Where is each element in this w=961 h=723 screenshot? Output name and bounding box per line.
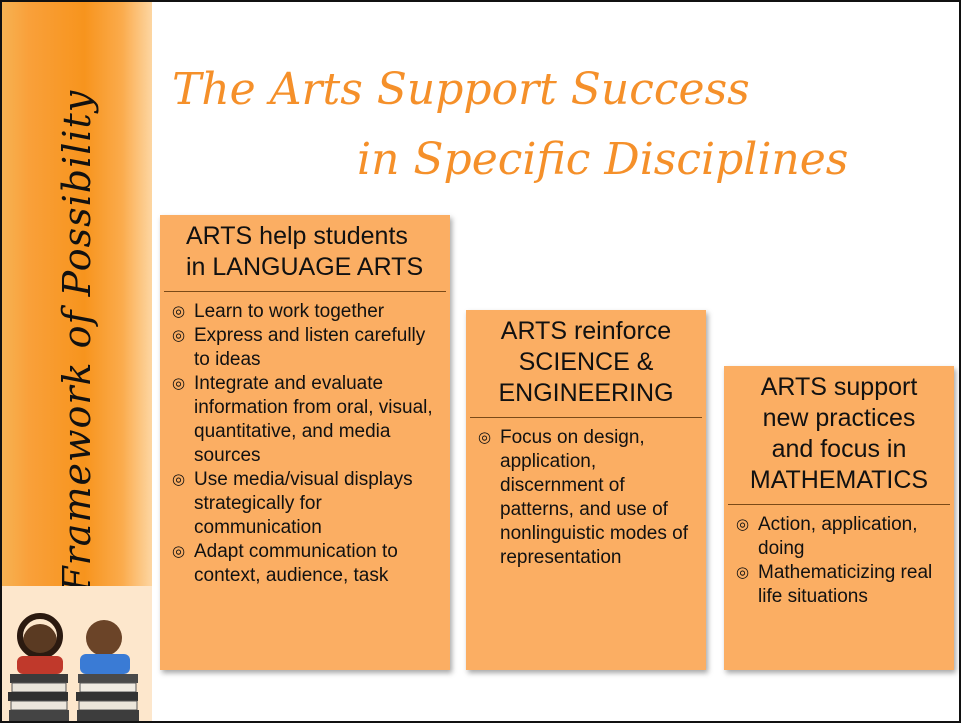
bullet-item: Focus on design, application, discernmen… bbox=[478, 426, 700, 570]
mathematics-heading: ARTS support new practices and focus in … bbox=[724, 366, 954, 504]
heading-line: ARTS reinforce bbox=[500, 317, 672, 345]
bullet-item: Action, application, doing bbox=[736, 513, 948, 561]
bullet-item: Express and listen carefully to ideas bbox=[172, 324, 444, 372]
mathematics-box: ARTS support new practices and focus in … bbox=[724, 366, 954, 670]
bullet-item: Use media/visual displays strategically … bbox=[172, 468, 444, 540]
heading-line: new practices bbox=[762, 404, 916, 432]
side-label: A Framework of Possibility bbox=[55, 89, 99, 635]
science-engineering-bullets: Focus on design, application, discernmen… bbox=[466, 418, 706, 570]
children-with-books-photo bbox=[2, 586, 152, 721]
bullet-item: Mathematicizing real life situations bbox=[736, 561, 948, 609]
language-arts-bullets: Learn to work together Express and liste… bbox=[160, 292, 450, 588]
heading-divider bbox=[728, 504, 950, 505]
bullet-item: Learn to work together bbox=[172, 300, 444, 324]
language-arts-heading: ARTS help students in LANGUAGE ARTS bbox=[160, 215, 450, 291]
science-engineering-box: ARTS reinforce SCIENCE & ENGINEERING Foc… bbox=[466, 310, 706, 670]
heading-line: ARTS support bbox=[760, 373, 918, 401]
heading-line: MATHEMATICS bbox=[749, 466, 929, 494]
bullet-item: Adapt communication to context, audience… bbox=[172, 540, 444, 588]
heading-line: and focus in bbox=[771, 435, 907, 463]
title-line-1: The Arts Support Success bbox=[172, 64, 750, 115]
heading-line: ARTS help students bbox=[186, 222, 408, 250]
title-line-2: in Specific Disciplines bbox=[357, 134, 849, 185]
heading-line: in LANGUAGE ARTS bbox=[186, 253, 424, 281]
heading-divider bbox=[164, 291, 446, 292]
side-band: A Framework of Possibility bbox=[2, 2, 152, 721]
science-engineering-heading: ARTS reinforce SCIENCE & ENGINEERING bbox=[466, 310, 706, 417]
mathematics-bullets: Action, application, doing Mathematicizi… bbox=[724, 505, 954, 609]
language-arts-box: ARTS help students in LANGUAGE ARTS Lear… bbox=[160, 215, 450, 670]
heading-divider bbox=[470, 417, 702, 418]
heading-line: ENGINEERING bbox=[498, 379, 674, 407]
heading-line: SCIENCE & bbox=[518, 348, 654, 376]
bullet-item: Integrate and evaluate information from … bbox=[172, 372, 444, 468]
